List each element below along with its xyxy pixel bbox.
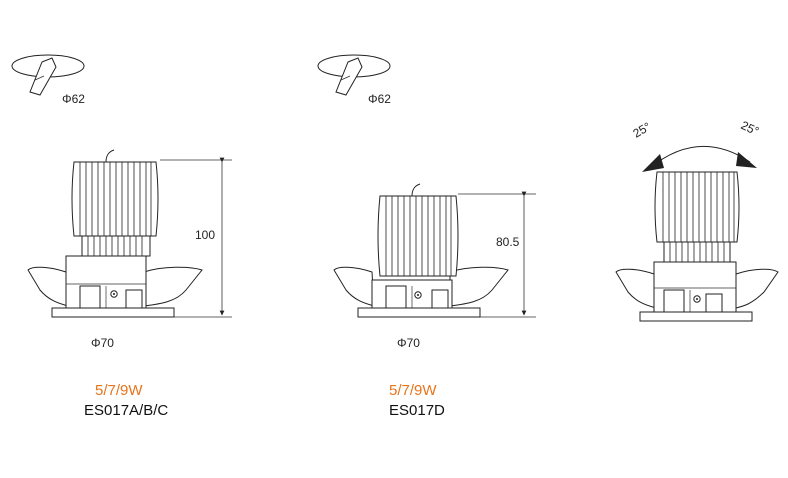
tilt-right-label: 25° xyxy=(739,118,762,138)
tilt-left-label: 25° xyxy=(631,119,654,140)
product-2-cutout-label: Φ62 xyxy=(368,92,391,106)
product-2-wattage: 5/7/9W xyxy=(389,382,437,399)
tilt-arrow-left-icon xyxy=(642,154,664,172)
product-2-model: ES017D xyxy=(389,402,445,419)
product-1-model: ES017A/B/C xyxy=(84,402,168,419)
product-2-side-view xyxy=(333,183,536,318)
product-1-cutout-label: Φ62 xyxy=(62,92,85,106)
product-2-height-label: 80.5 xyxy=(496,235,520,249)
product-1-wattage: 5/7/9W xyxy=(95,382,143,399)
tilt-arc xyxy=(649,145,751,169)
product-2-width-label: Φ70 xyxy=(397,336,420,350)
product-2-top-view xyxy=(317,54,391,96)
tilt-view xyxy=(615,145,779,322)
product-1-top-view xyxy=(11,54,85,96)
product-1-side-view xyxy=(27,149,232,318)
tilt-arrow-right-icon xyxy=(736,152,757,168)
product-1-width-label: Φ70 xyxy=(91,336,114,350)
product-1-height-label: 100 xyxy=(195,228,215,242)
